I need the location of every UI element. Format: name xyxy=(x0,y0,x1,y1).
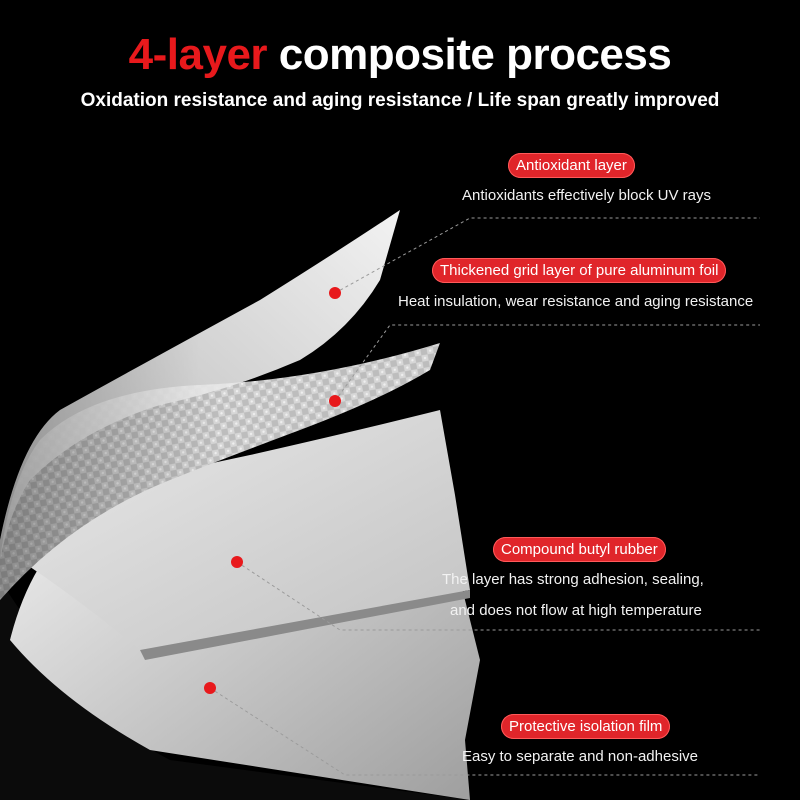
title-rest: composite process xyxy=(278,30,672,79)
title-accent: 4-layer xyxy=(128,30,268,79)
marker-dot-antioxidant xyxy=(329,287,341,299)
desc-grid-layer: Heat insulation, wear resistance and agi… xyxy=(398,293,754,310)
marker-dot-film xyxy=(204,682,216,694)
desc-antioxidant-layer: Antioxidants effectively block UV rays xyxy=(462,187,712,204)
label-antioxidant-layer: Antioxidant layer xyxy=(508,153,635,178)
label-film-layer: Protective isolation film xyxy=(501,714,671,739)
protective-film-layer xyxy=(0,580,800,800)
desc-rubber-layer-line2: and does not flow at high temperature xyxy=(450,602,702,619)
rubber-sheet xyxy=(20,410,470,650)
marker-dot-rubber xyxy=(231,556,243,568)
desc-rubber-layer-line1: The layer has strong adhesion, sealing, xyxy=(442,571,704,588)
label-rubber-layer: Compound butyl rubber xyxy=(493,537,666,562)
label-grid-layer: Thickened grid layer of pure aluminum fo… xyxy=(432,258,727,283)
leader-line-grid xyxy=(334,324,760,402)
page-subtitle: Oxidation resistance and aging resistanc… xyxy=(80,90,720,111)
page-title: 4-layer composite process xyxy=(0,30,800,80)
desc-film-layer: Easy to separate and non-adhesive xyxy=(462,748,698,765)
leader-line-rubber xyxy=(236,561,760,631)
marker-dot-grid xyxy=(329,395,341,407)
